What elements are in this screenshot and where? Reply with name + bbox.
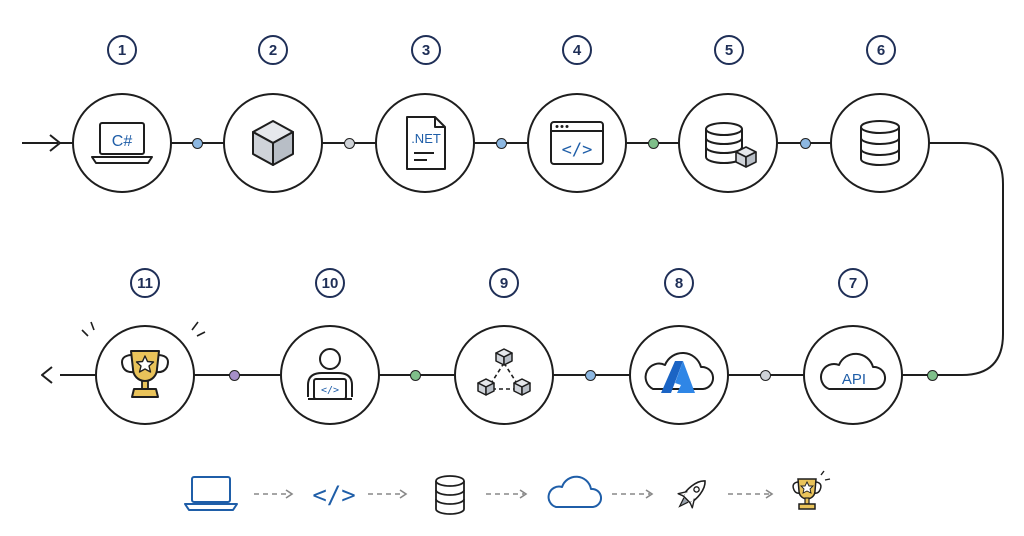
database-cube-icon bbox=[705, 122, 757, 168]
api-label: API bbox=[842, 371, 866, 388]
step-number-10: 10 bbox=[315, 268, 345, 298]
laptop-code-icon: C# bbox=[91, 122, 153, 164]
step-number-4: 4 bbox=[562, 35, 592, 65]
connector-dot-4 bbox=[648, 138, 659, 149]
cloud-icon: API bbox=[820, 352, 887, 390]
step-number-2: 2 bbox=[258, 35, 288, 65]
step-11-node bbox=[95, 325, 195, 425]
step-1-node: C# bbox=[72, 93, 172, 193]
legend-arrow bbox=[254, 489, 294, 499]
step-10-node: </> bbox=[280, 325, 380, 425]
connector-dot-5 bbox=[800, 138, 811, 149]
step-2-node bbox=[223, 93, 323, 193]
legend-rocket-icon bbox=[677, 480, 706, 509]
cube-icon bbox=[252, 120, 294, 166]
trophy-icon bbox=[121, 350, 169, 398]
exit-arrow bbox=[41, 366, 53, 384]
step-number-1: 1 bbox=[107, 35, 137, 65]
document-icon: .NET bbox=[406, 116, 446, 170]
step-8-node bbox=[629, 325, 729, 425]
step-number-5: 5 bbox=[714, 35, 744, 65]
browser-code-icon: </> bbox=[550, 121, 604, 165]
step-7-node: API bbox=[803, 325, 903, 425]
step-5-node bbox=[678, 93, 778, 193]
step-3-node: .NET bbox=[375, 93, 475, 193]
azure-cloud-icon bbox=[644, 352, 715, 393]
step-number-8: 8 bbox=[664, 268, 694, 298]
step-number-3: 3 bbox=[411, 35, 441, 65]
connector-dot-7 bbox=[760, 370, 771, 381]
legend-code-icon: </> bbox=[312, 481, 355, 509]
legend-database-icon bbox=[435, 475, 465, 515]
return-curve bbox=[900, 142, 1004, 376]
step-number-9: 9 bbox=[489, 268, 519, 298]
connector-dot-8 bbox=[585, 370, 596, 381]
sparkle-icon bbox=[81, 321, 206, 337]
connector-dot-1 bbox=[192, 138, 203, 149]
legend-trophy-icon bbox=[792, 470, 831, 510]
database-icon bbox=[860, 120, 900, 166]
legend-cloud-icon bbox=[547, 475, 602, 508]
step-4-node: </> bbox=[527, 93, 627, 193]
entry-arrow bbox=[22, 134, 61, 152]
connector-dot-9 bbox=[410, 370, 421, 381]
csharp-label: C# bbox=[112, 133, 133, 150]
legend-arrow bbox=[486, 489, 528, 499]
developer-code-symbol: </> bbox=[321, 385, 339, 396]
code-symbol: </> bbox=[562, 140, 593, 160]
step-number-6: 6 bbox=[866, 35, 896, 65]
step-9-node bbox=[454, 325, 554, 425]
connector-dot-6 bbox=[927, 370, 938, 381]
legend-strip: </> bbox=[184, 470, 831, 515]
legend-arrow bbox=[368, 489, 408, 499]
network-cubes-icon bbox=[477, 348, 531, 396]
connector-dot-3 bbox=[496, 138, 507, 149]
legend-laptop-icon bbox=[184, 476, 238, 511]
step-6-node bbox=[830, 93, 930, 193]
connector-dot-2 bbox=[344, 138, 355, 149]
dotnet-label: .NET bbox=[411, 131, 441, 146]
legend-arrow bbox=[728, 489, 774, 499]
developer-icon: </> bbox=[307, 348, 353, 400]
step-number-11: 11 bbox=[130, 268, 160, 298]
step-number-7: 7 bbox=[838, 268, 868, 298]
legend-arrow bbox=[612, 489, 654, 499]
connector-dot-10 bbox=[229, 370, 240, 381]
